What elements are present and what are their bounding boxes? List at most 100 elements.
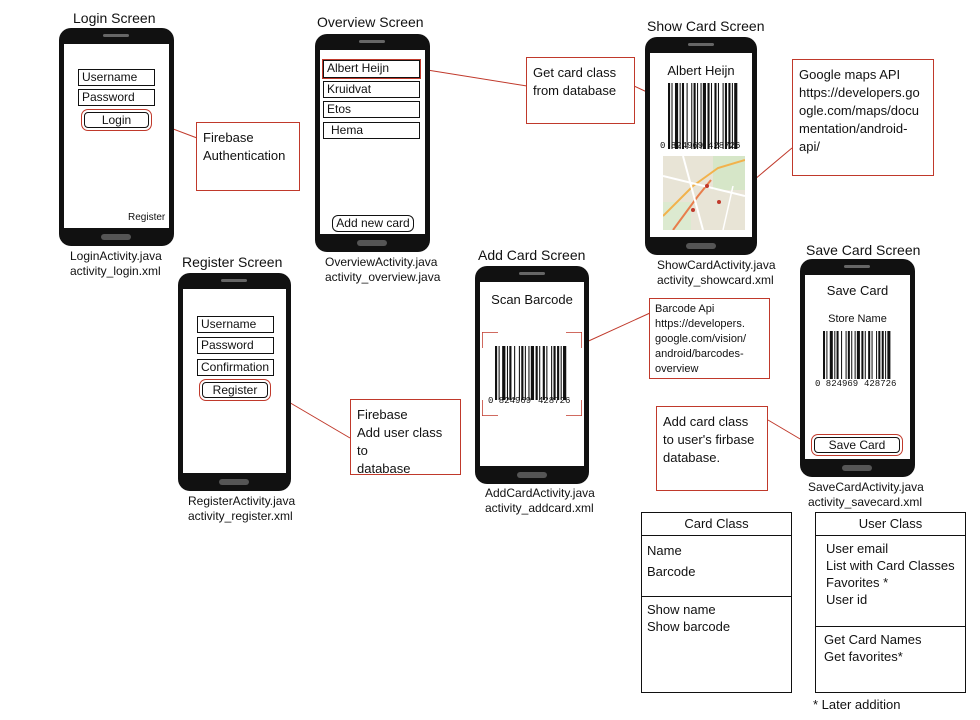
showcard-screen-title: Show Card Screen [647, 18, 765, 34]
showcard-store-name: Albert Heijn [667, 63, 735, 78]
card-class-title: Card Class [642, 513, 791, 536]
showcard-phone-screen: Albert Heijn 0 824969 428726 [650, 53, 752, 237]
card-class-fields: Name Barcode [642, 536, 791, 597]
note-barcode-api-line: https://developers. [655, 318, 745, 330]
register-caption-xml: activity_register.xml [188, 509, 293, 523]
barcode-number-left: 0 824969 [488, 396, 532, 406]
note-google-maps-line: mentation/android- [799, 121, 908, 136]
card-class-box: Card Class Name Barcode Show name Show b… [641, 512, 792, 693]
note-firebase-auth-line: Authentication [203, 148, 286, 163]
note-barcode-api: Barcode Api https://developers. google.c… [649, 298, 770, 379]
user-class-field: Favorites * [826, 575, 889, 590]
barcode-image [495, 346, 567, 400]
register-phone: Username Password Confirmation Register [178, 273, 291, 491]
card-list-item[interactable]: Hema [323, 122, 420, 139]
note-barcode-api-line: overview [655, 363, 699, 375]
note-get-card-class-line: Get card class [533, 65, 617, 80]
password-field[interactable]: Password [197, 337, 274, 354]
user-class-field: List with Card Classes [826, 558, 955, 573]
user-class-title: User Class [816, 513, 965, 536]
note-get-card-class-line: from database [533, 83, 617, 98]
footnote: * Later addition [813, 697, 901, 712]
note-google-maps: Google maps API https://developers.go og… [792, 59, 934, 176]
addcard-screen-title: Add Card Screen [478, 247, 586, 263]
login-button[interactable]: Login [84, 112, 149, 128]
overview-caption-java: OverviewActivity.java [325, 255, 438, 269]
showcard-phone: Albert Heijn 0 824969 428726 [645, 37, 757, 255]
savecard-caption-java: SaveCardActivity.java [808, 480, 924, 494]
register-caption: RegisterActivity.java activity_register.… [188, 494, 295, 524]
note-add-card-class: Add card class to user's firbase databas… [656, 406, 768, 491]
note-add-card-class-line: database. [663, 450, 721, 465]
card-list-item[interactable]: Kruidvat [323, 81, 420, 98]
user-class-methods: Get Card Names Get favorites* [816, 627, 965, 669]
password-field[interactable]: Password [78, 89, 155, 106]
login-caption-java: LoginActivity.java [70, 249, 162, 263]
card-class-method: Show name [647, 602, 716, 617]
login-screen-title: Login Screen [73, 10, 156, 26]
savecard-phone-screen: Save Card Store Name 0 824969 428726 Sav… [805, 275, 910, 459]
overview-screen-title: Overview Screen [317, 14, 424, 30]
card-class-field: Name [647, 543, 682, 558]
note-google-maps-line: Google maps API [799, 67, 901, 82]
savecard-phone: Save Card Store Name 0 824969 428726 Sav… [800, 259, 915, 477]
map-image [663, 156, 745, 230]
barcode-number-right: 428726 [864, 379, 897, 389]
login-caption-xml: activity_login.xml [70, 264, 161, 278]
overview-caption-xml: activity_overview.java [325, 270, 441, 284]
note-barcode-api-line: android/barcodes- [655, 348, 744, 360]
addcard-caption-xml: activity_addcard.xml [485, 501, 594, 515]
user-class-field: User email [826, 541, 889, 556]
card-class-method: Show barcode [647, 619, 731, 634]
user-class-field: User id [826, 592, 868, 607]
note-get-card-class: Get card class from database [526, 57, 635, 124]
username-field[interactable]: Username [197, 316, 274, 333]
note-firebase-register-line: Add user class to [357, 425, 443, 458]
barcode-image [668, 83, 738, 149]
addcard-phone: Scan Barcode 0 824969 428726 [475, 266, 589, 484]
overview-phone: Albert Heijn Kruidvat Etos Hema Add new … [315, 34, 430, 252]
barcode-number-left: 0 824969 [660, 141, 704, 151]
note-google-maps-line: api/ [799, 139, 820, 154]
connector-scanner-barcodeapi [581, 312, 651, 345]
user-class-method: Get favorites* [824, 649, 903, 664]
user-class-box: User Class User email List with Card Cla… [815, 512, 966, 693]
barcode-number-right: 428726 [538, 396, 571, 406]
note-firebase-register-line: Firebase [357, 407, 408, 422]
save-card-heading: Save Card [826, 283, 889, 298]
register-phone-screen: Username Password Confirmation Register [183, 289, 286, 473]
barcode-number-left: 0 824969 [815, 379, 859, 389]
addcard-phone-screen: Scan Barcode 0 824969 428726 [480, 282, 584, 466]
barcode-image [823, 331, 891, 379]
addcard-caption: AddCardActivity.java activity_addcard.xm… [485, 486, 595, 516]
confirmation-field[interactable]: Confirmation [197, 359, 274, 376]
note-firebase-register-line: database [357, 461, 411, 476]
connector-overview-getcard [420, 68, 528, 87]
savecard-caption-xml: activity_savecard.xml [808, 495, 923, 509]
register-link[interactable]: Register [128, 212, 166, 223]
save-card-button[interactable]: Save Card [814, 437, 900, 453]
showcard-caption-java: ShowCardActivity.java [657, 258, 776, 272]
card-list-item[interactable]: Albert Heijn [323, 60, 420, 78]
note-add-card-class-line: to user's firbase [663, 432, 755, 447]
register-button[interactable]: Register [202, 382, 268, 398]
note-firebase-auth: Firebase Authentication [196, 122, 300, 191]
barcode-number-right: 428726 [708, 141, 741, 151]
register-caption-java: RegisterActivity.java [188, 494, 296, 508]
login-caption: LoginActivity.java activity_login.xml [70, 249, 162, 279]
user-class-method: Get Card Names [824, 632, 922, 647]
showcard-caption-xml: activity_showcard.xml [657, 273, 774, 287]
note-firebase-register: Firebase Add user class to database [350, 399, 461, 476]
savecard-caption: SaveCardActivity.java activity_savecard.… [808, 480, 924, 510]
add-new-card-button[interactable]: Add new card [332, 215, 414, 232]
login-phone: Username Password Login Register [59, 28, 174, 246]
username-field[interactable]: Username [78, 69, 155, 86]
note-google-maps-line: https://developers.go [799, 85, 920, 100]
login-phone-screen: Username Password Login Register [64, 44, 169, 228]
register-screen-title: Register Screen [182, 254, 283, 270]
note-barcode-api-line: google.com/vision/ [655, 333, 747, 345]
card-class-field: Barcode [647, 564, 696, 579]
overview-phone-screen: Albert Heijn Kruidvat Etos Hema Add new … [320, 50, 425, 234]
addcard-caption-java: AddCardActivity.java [485, 486, 595, 500]
card-list-item[interactable]: Etos [323, 101, 420, 118]
